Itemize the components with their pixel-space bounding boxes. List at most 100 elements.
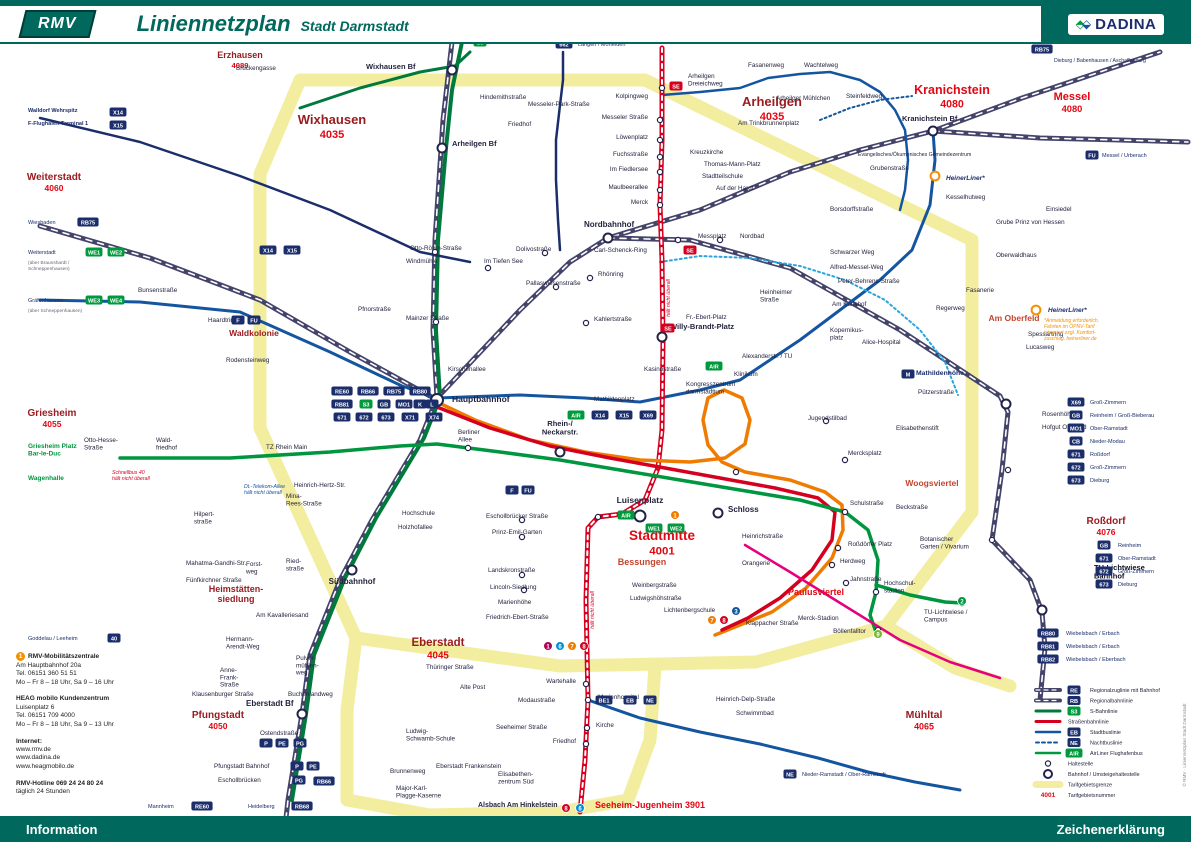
tram-line-badge <box>561 803 571 813</box>
station-label: F-Flughafen Terminal 1 <box>28 121 88 127</box>
station-label: Kesselhutweg <box>946 194 986 201</box>
station-dot <box>1000 398 1012 410</box>
line-badge-label: RE60 <box>195 804 209 810</box>
station-dot <box>633 509 647 523</box>
station-label: hält nicht überall <box>590 590 596 629</box>
station-label: Schwimmbad <box>736 710 774 717</box>
transit-line <box>436 51 1161 399</box>
line-badge <box>409 386 431 396</box>
tram-line-number: 8 <box>582 644 586 650</box>
heinerliner-icon <box>1030 304 1042 316</box>
district-label: Mühltal <box>906 709 943 721</box>
line-badge-label: AIR <box>571 413 581 419</box>
line-badge-label: RE60 <box>335 389 349 395</box>
transit-line <box>285 41 453 819</box>
line-badge <box>705 361 723 371</box>
line-badge <box>505 485 519 495</box>
line-badge <box>290 761 304 771</box>
station-label: Windmühle <box>406 258 438 265</box>
station-label: (über Braunshardt /Schneppenhausen) <box>28 260 70 272</box>
station-label: Merck-Stadion <box>798 615 839 622</box>
station-dot <box>674 236 682 244</box>
line-badge-label: X69 <box>1071 400 1081 406</box>
station-label: Friedhof <box>553 738 576 745</box>
line-badge-label: X69 <box>643 413 653 419</box>
station-label: Marienhospital <box>598 694 639 701</box>
station-dot <box>602 232 614 244</box>
station-label: Mathildenplatz <box>594 396 635 403</box>
legend-line-badge-label: NE <box>1070 741 1078 747</box>
info-line: www.rmv.de <box>16 746 51 754</box>
station-label: Rhein-/Neckarstr. <box>542 419 578 437</box>
info-line: RMV-Hotline 069 24 24 80 24 <box>16 779 104 787</box>
station-label: Reinheim <box>1118 543 1142 549</box>
station-label: Forst-weg <box>245 561 262 575</box>
line-badge-label: FU <box>524 488 531 494</box>
info-line: www.heagmobilo.de <box>16 762 75 770</box>
legend-line-badge <box>1067 685 1081 695</box>
station-dot <box>1004 466 1012 474</box>
line-badge-label: FU <box>1088 153 1095 159</box>
station-label: HeinerLiner* <box>946 175 985 182</box>
district-zone-number: 4060 <box>45 183 64 193</box>
info-line <box>16 687 176 695</box>
line-badge-label: P <box>264 741 268 747</box>
station-dot <box>658 84 666 92</box>
line-badge-label: S3 <box>363 402 370 408</box>
station-label: Mannheim <box>148 804 174 810</box>
district-zone-number: 4050 <box>209 721 228 731</box>
station-label: Langen / Mörfelden <box>578 42 625 48</box>
line-badge-label: NE <box>786 772 794 778</box>
district-zone-number: 4001 <box>649 546 675 558</box>
transit-line <box>874 583 964 605</box>
station-label: Pulver-mühlen-weg <box>295 655 319 677</box>
station-label: Nieder-Modau <box>1090 439 1125 445</box>
line-badge <box>661 323 675 333</box>
station-label: Arheilger Mühlchen <box>776 95 831 102</box>
dadina-logo-box: ⬘ ⬙ DADINA <box>1067 13 1165 35</box>
line-badge-label: PE <box>309 764 317 770</box>
station-label: Kasinostraße <box>644 366 682 373</box>
line-badge <box>1069 410 1083 420</box>
line-badge-label: WE3 <box>88 298 100 304</box>
line-badge-label: P <box>295 764 299 770</box>
station-label: Gräfenhausen <box>28 298 63 304</box>
station-dot <box>716 236 724 244</box>
line-badge <box>359 399 373 409</box>
station-label: Orangerie <box>742 560 770 567</box>
station-label: Marienhöhe <box>498 599 532 606</box>
district-label: Eberstadt <box>411 637 464 649</box>
station-label: Dieburg <box>1090 478 1109 484</box>
line-badge-label: X14 <box>263 248 274 254</box>
transit-line <box>607 237 1046 701</box>
line-badge <box>683 245 697 255</box>
line-badge <box>667 523 685 533</box>
line-badge <box>107 633 121 643</box>
dadina-leaf-icon-2: ⬙ <box>1081 17 1092 31</box>
station-label: Modaustraße <box>518 697 556 704</box>
legend-row-label: Bahnhof / Umsteigehaltestelle <box>1068 772 1140 778</box>
station-label: Auf der Hardt <box>716 185 754 192</box>
info-line: Mo – Fr 8 – 18 Uhr, Sa 9 – 16 Uhr <box>16 678 114 686</box>
legend-row-label: S-Bahnlinie <box>1090 709 1118 715</box>
station-label: Oberwaldhaus <box>996 252 1037 259</box>
station-label: Lincoln-Siedlung <box>490 584 537 591</box>
station-label: Hochschule <box>402 510 435 517</box>
line-badge-label: RB82 <box>1041 657 1055 663</box>
line-badge <box>85 247 103 257</box>
station-label: Hofgut Oberfeld <box>1042 424 1087 431</box>
station-dot <box>541 249 549 257</box>
line-badge-label: RB80 <box>413 389 427 395</box>
station-label: Hauptbahnhof <box>452 394 510 404</box>
line-badge <box>292 775 306 785</box>
tram-line-number: 8 <box>564 806 568 812</box>
legend-line-badge-label: AIR <box>1069 751 1079 757</box>
station-label: Otto-Hesse-Straße <box>84 437 118 451</box>
line-badge <box>639 410 657 420</box>
transit-line <box>118 442 880 634</box>
